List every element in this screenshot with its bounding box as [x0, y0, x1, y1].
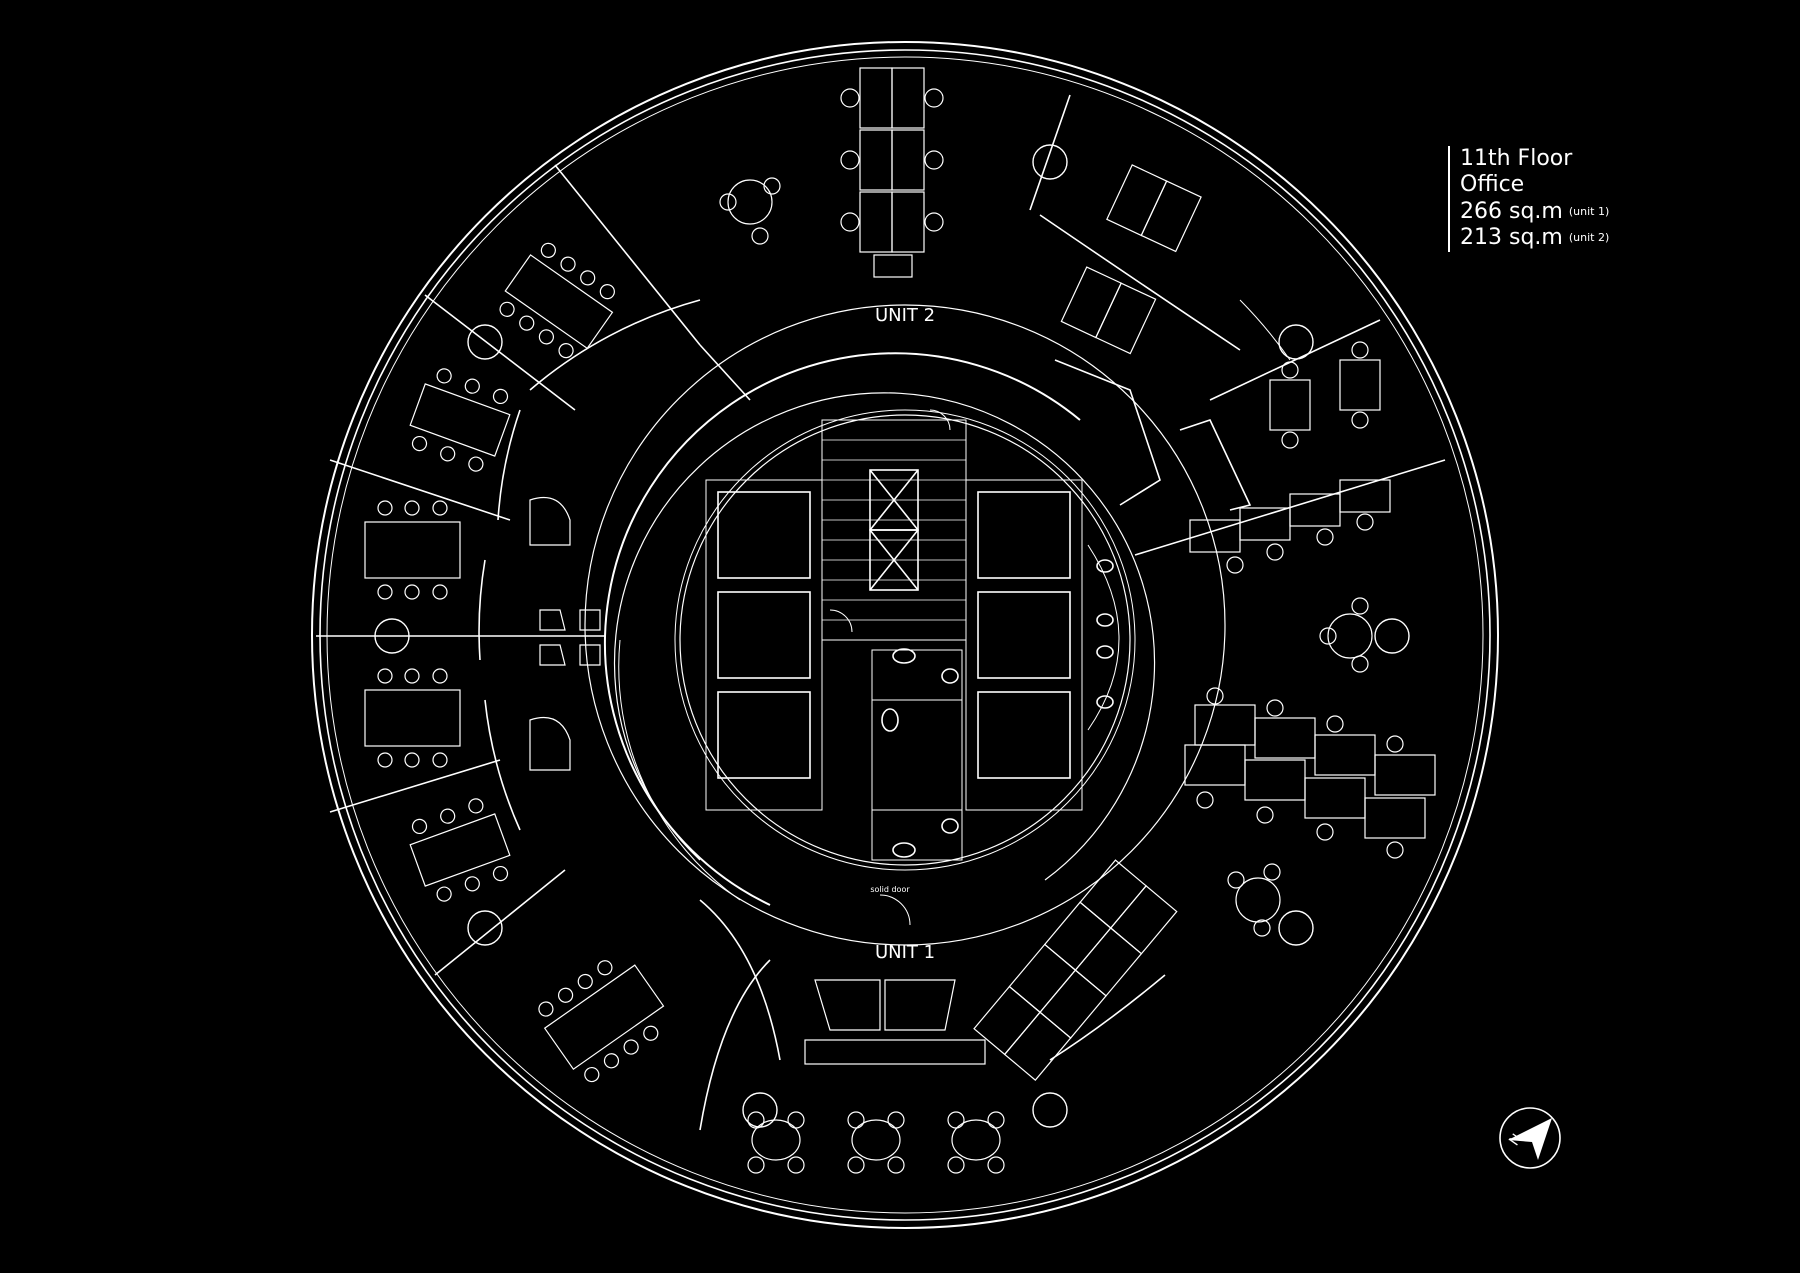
structural-columns	[374, 144, 1410, 1128]
floor-use: Office	[1460, 172, 1525, 198]
workstations-unit-2	[719, 67, 1373, 937]
meeting-rooms	[364, 242, 665, 1083]
area-unit-1-note: (unit 1)	[1568, 204, 1610, 218]
area-unit-2-note: (unit 2)	[1568, 231, 1610, 245]
partition-walls	[316, 94, 1446, 1131]
outer-wall	[311, 41, 1499, 1229]
area-unit-1: 266 sq.m (unit 1)	[1460, 199, 1609, 225]
service-core	[674, 409, 1136, 926]
core-wall	[604, 352, 1156, 906]
floor-name: 11th Floor	[1460, 146, 1573, 171]
solid-door-label: solid door	[870, 885, 910, 894]
corridor-ring	[478, 299, 1291, 946]
floor-legend: 11th Floor Office 266 sq.m (unit 1) 213 s…	[1448, 146, 1609, 252]
workstations-unit-1	[747, 164, 1436, 1174]
area-unit-2-value: 213 sq.m	[1460, 225, 1563, 251]
unit-1-label: UNIT 1	[875, 942, 935, 963]
area-unit-1-value: 266 sq.m	[1460, 198, 1563, 224]
north-arrow-icon: N	[1499, 1107, 1561, 1169]
area-unit-2: 213 sq.m (unit 2)	[1460, 225, 1609, 251]
unit-2-label: UNIT 2	[875, 305, 935, 326]
